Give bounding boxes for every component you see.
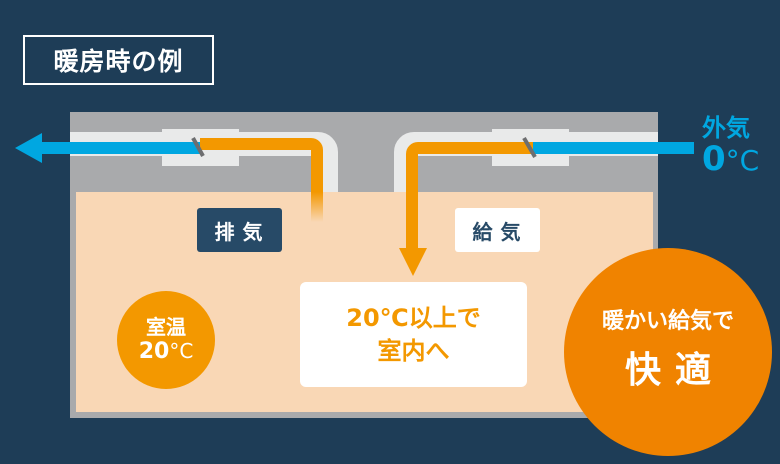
exhaust-airflow-arrow [15, 133, 323, 222]
outside-air-info: 外気 0°C [702, 116, 759, 176]
supply-note-line1: 20℃以上で [346, 304, 481, 333]
supply-duct [394, 129, 658, 192]
outside-air-temp: 0°C [702, 142, 759, 176]
outside-air-label: 外気 [702, 114, 750, 142]
outside-temp-unit: °C [725, 144, 760, 177]
page-title: 暖房時の例 [23, 35, 214, 85]
supply-airflow-arrow [399, 136, 694, 276]
exhaust-label: 排気 [197, 208, 282, 252]
room-temp-reading: 20°C [139, 339, 194, 365]
room-temp-unit: °C [169, 338, 194, 363]
room-temp-label: 室温 [146, 314, 186, 339]
comfort-badge: 暖かい給気で 快適 [564, 248, 772, 456]
outside-temp-value: 0 [702, 139, 726, 179]
supply-label: 給気 [455, 208, 540, 252]
supply-temperature-note: 20℃以上で 室内へ [300, 282, 527, 387]
room-temperature-badge: 室温 20°C [117, 291, 215, 389]
comfort-line2: 快適 [624, 350, 725, 391]
supply-note-line2: 室内へ [377, 336, 450, 365]
room-temp-value: 20 [138, 338, 170, 364]
comfort-line1: 暖かい給気で [601, 309, 734, 334]
